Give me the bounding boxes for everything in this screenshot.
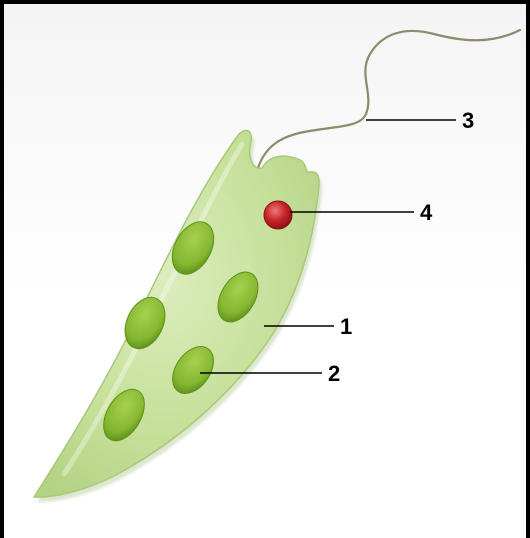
label-3: 3 bbox=[462, 108, 474, 133]
label-1: 1 bbox=[340, 314, 352, 339]
label-2: 2 bbox=[328, 361, 340, 386]
eyespot bbox=[264, 201, 292, 229]
euglena-diagram: 3 4 1 2 bbox=[4, 4, 526, 538]
flagellum bbox=[258, 30, 520, 168]
label-4: 4 bbox=[420, 200, 433, 225]
